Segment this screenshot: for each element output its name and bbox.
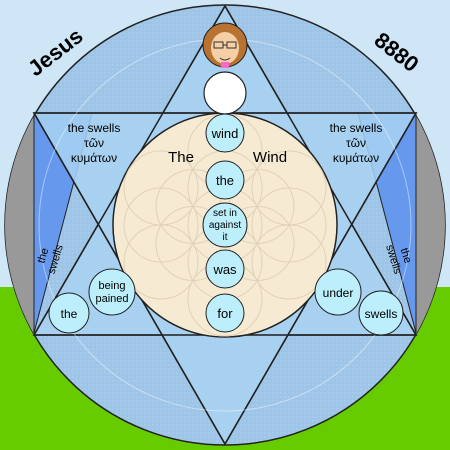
column-text-was: was	[212, 262, 237, 277]
circle-for	[205, 293, 245, 333]
circle-set-in-against-it	[202, 202, 248, 248]
circle-the	[205, 160, 245, 200]
column-text-set-in: set in	[213, 208, 237, 219]
circle-was	[205, 249, 245, 289]
center-left-word: The	[168, 149, 194, 166]
being-text: being	[99, 280, 126, 292]
left-side-label-line1: the	[35, 247, 51, 265]
center-column	[202, 113, 248, 333]
face-icon	[202, 22, 248, 68]
circle-the-small	[48, 292, 90, 334]
center-right-word: Wind	[253, 149, 287, 166]
circle-under	[314, 268, 362, 316]
top-left-line3: κυμάτων	[71, 151, 117, 165]
small-the-text: the	[61, 307, 78, 321]
column-text-wind: wind	[211, 126, 239, 141]
right-side-label-line1: the	[398, 247, 414, 265]
white-circle	[203, 71, 247, 115]
top-right-line3: κυμάτων	[333, 151, 379, 165]
circle-wind	[205, 113, 245, 153]
under-text: under	[323, 286, 354, 300]
circle-swells	[358, 290, 404, 336]
circle-being-pained	[88, 268, 136, 316]
column-text-for: for	[217, 306, 233, 321]
top-right-line2: τῶν	[346, 136, 366, 150]
column-text-it: it	[223, 232, 228, 243]
top-right-line1: the swells	[330, 121, 383, 135]
top-left-line2: τῶν	[84, 136, 104, 150]
pained-text: pained	[95, 293, 128, 305]
top-left-line1: the swells	[68, 121, 121, 135]
column-text-the: the	[216, 173, 234, 188]
column-text-against: against	[209, 220, 241, 231]
swells-text: swells	[365, 307, 398, 321]
